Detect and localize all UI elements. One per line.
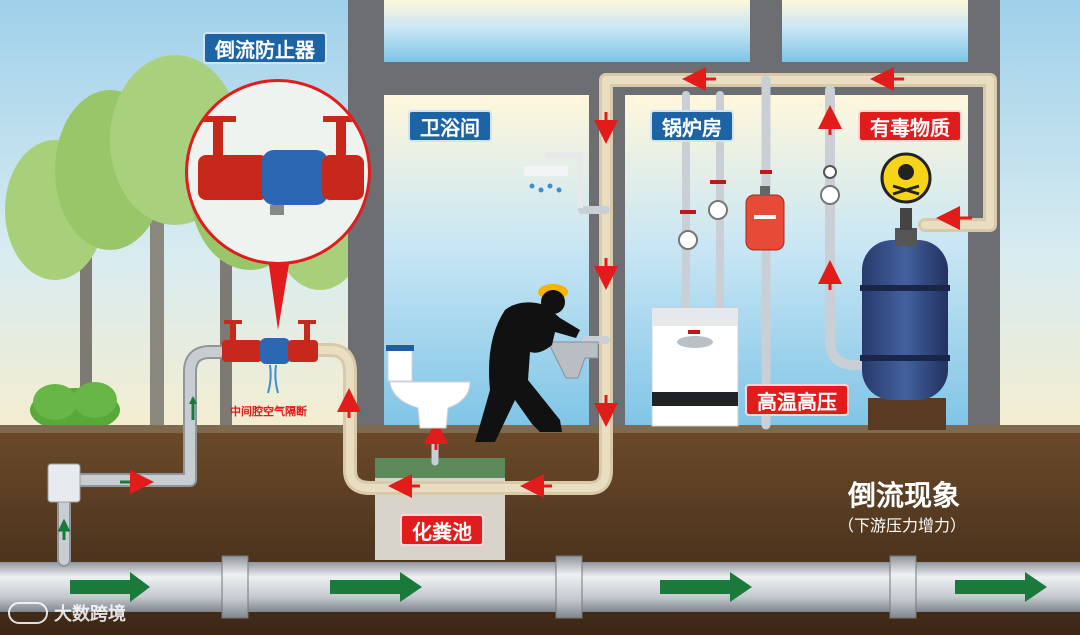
boiler-icon <box>651 307 739 427</box>
worker-icon <box>475 284 580 442</box>
label-backflow-preventer: 倒流防止器 <box>203 32 327 64</box>
meter-box <box>47 463 81 503</box>
toilet-icon <box>386 344 471 429</box>
phenomenon-title: 倒流现象 <box>848 479 961 512</box>
label-septic-tank: 化粪池 <box>400 514 484 546</box>
watermark-logo-icon <box>8 602 48 624</box>
bush-icon <box>30 382 120 432</box>
main-water-pipe <box>0 555 1080 619</box>
label-high-temp-pressure: 高温高压 <box>745 384 849 416</box>
valve-icon <box>222 320 318 394</box>
watermark: 大数跨境 <box>8 600 126 626</box>
label-toxic-substance: 有毒物质 <box>858 110 962 142</box>
label-air-gap: 中间腔空气隔断 <box>230 405 307 418</box>
label-boiler-room: 锅炉房 <box>650 110 734 142</box>
expansion-tank-icon <box>745 186 785 251</box>
gauges <box>678 165 840 250</box>
main-flow-arrows <box>70 572 1047 602</box>
sky-background-right <box>1000 0 1080 430</box>
backflow-arrows <box>337 67 972 498</box>
service-pipe <box>57 73 997 567</box>
toxic-skull-icon <box>880 152 932 204</box>
watermark-text: 大数跨境 <box>54 604 126 625</box>
label-bathroom: 卫浴间 <box>408 110 492 142</box>
shower-icon <box>524 152 583 208</box>
sink-icon <box>547 341 599 379</box>
phenomenon-subtitle: （下游压力增力） <box>838 516 967 535</box>
pressure-tank-icon <box>860 208 950 430</box>
magnifier-callout <box>185 79 371 330</box>
